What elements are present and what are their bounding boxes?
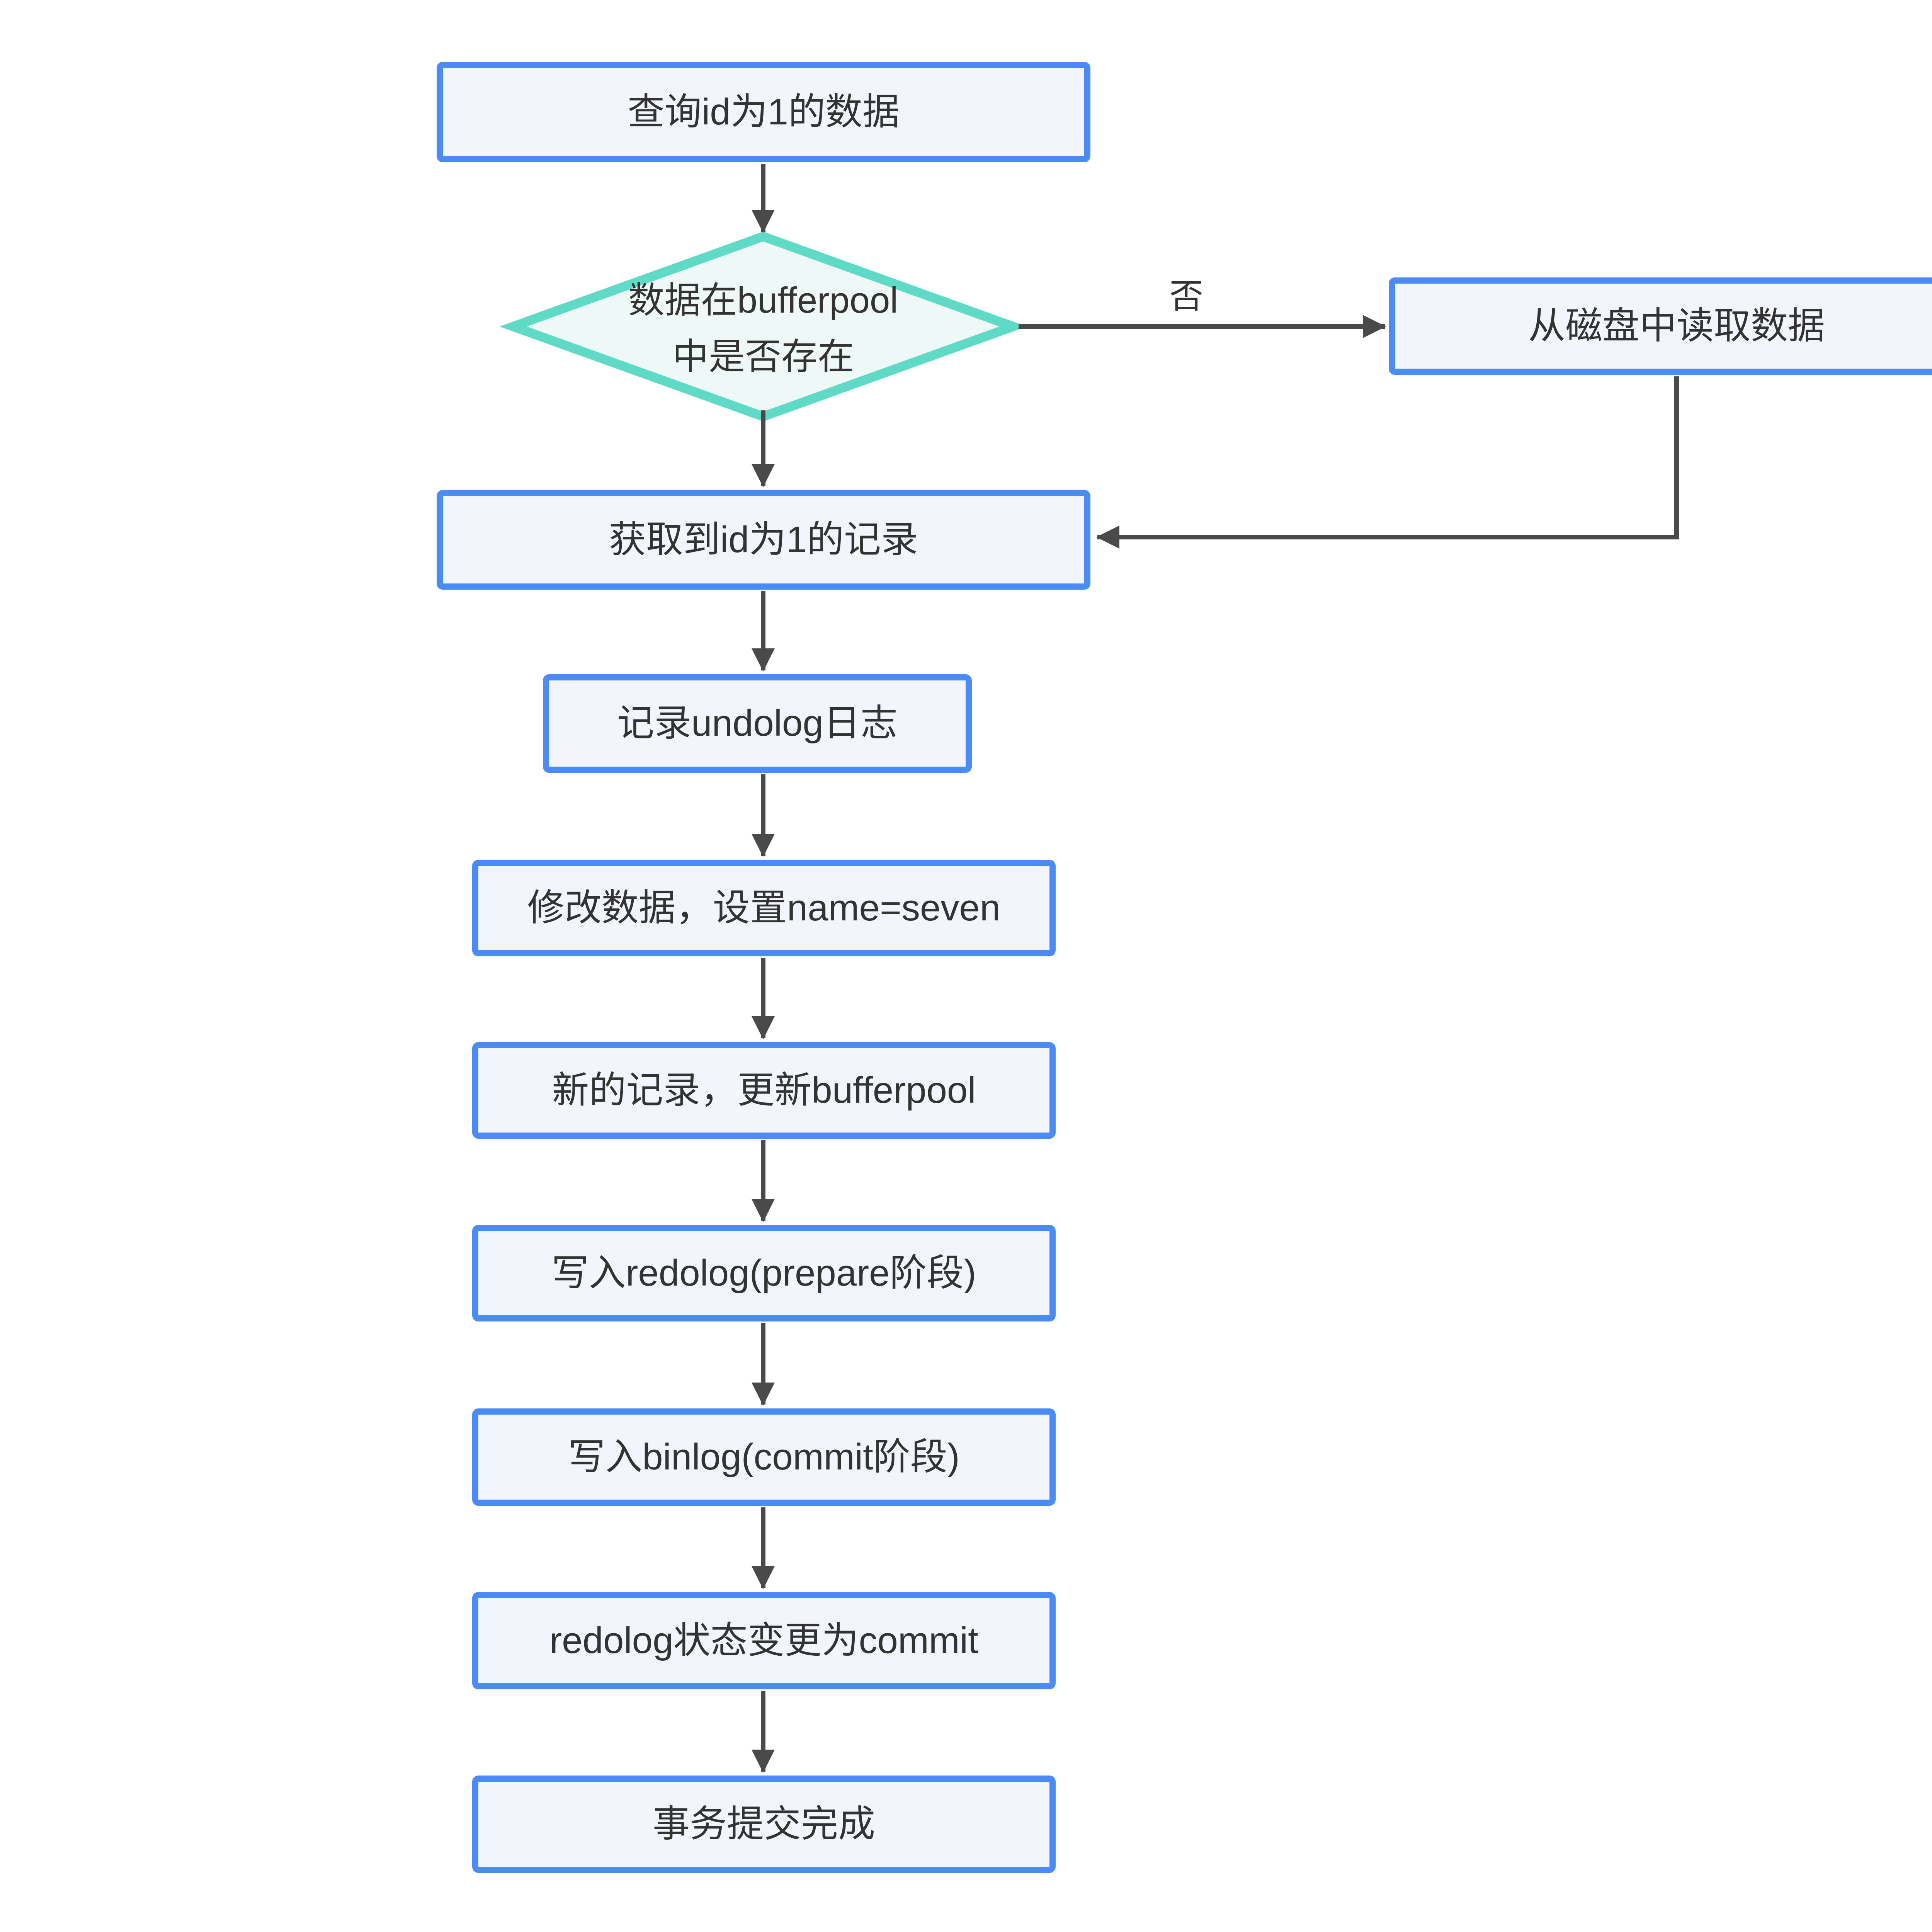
node-transaction-done: 事务提交完成 <box>472 1776 1056 1873</box>
node-update-bufferpool-label: 新的记录，更新bufferpool <box>552 1069 976 1111</box>
node-query-id1: 查询id为1的数据 <box>437 62 1090 162</box>
edge-read-disk-to-got-record <box>1096 376 1679 549</box>
node-transaction-done-label: 事务提交完成 <box>653 1803 875 1845</box>
node-read-from-disk-label: 从磁盘中读取数据 <box>1528 305 1825 347</box>
node-redolog-state-commit-label: redolog状态变更为commit <box>549 1619 978 1661</box>
node-write-binlog-commit-label: 写入binlog(commit阶段) <box>568 1436 960 1478</box>
node-update-bufferpool: 新的记录，更新bufferpool <box>472 1042 1056 1139</box>
node-write-redolog-prepare: 写入redolog(prepare阶段) <box>472 1225 1056 1321</box>
node-bufferpool-decision: 数据在bufferpool 中是否存在 <box>551 267 976 390</box>
node-got-record-id1-label: 获取到id为1的记录 <box>609 519 918 560</box>
node-write-redolog-prepare-label: 写入redolog(prepare阶段) <box>551 1252 976 1294</box>
decision-label-line2: 中是否存在 <box>672 336 854 377</box>
node-query-id1-label: 查询id为1的数据 <box>627 91 900 133</box>
node-write-binlog-commit: 写入binlog(commit阶段) <box>472 1408 1056 1506</box>
node-got-record-id1: 获取到id为1的记录 <box>437 490 1090 590</box>
decision-label-line1: 数据在bufferpool <box>628 280 898 321</box>
edge-label-no: 否 <box>1169 277 1203 315</box>
node-redolog-state-commit: redolog状态变更为commit <box>472 1592 1056 1689</box>
node-modify-data-label: 修改数据，设置name=seven <box>527 887 1001 929</box>
node-read-from-disk: 从磁盘中读取数据 <box>1389 277 1932 375</box>
node-record-undolog: 记录undolog日志 <box>543 674 972 773</box>
node-record-undolog-label: 记录undolog日志 <box>617 702 898 744</box>
node-modify-data: 修改数据，设置name=seven <box>472 860 1056 956</box>
